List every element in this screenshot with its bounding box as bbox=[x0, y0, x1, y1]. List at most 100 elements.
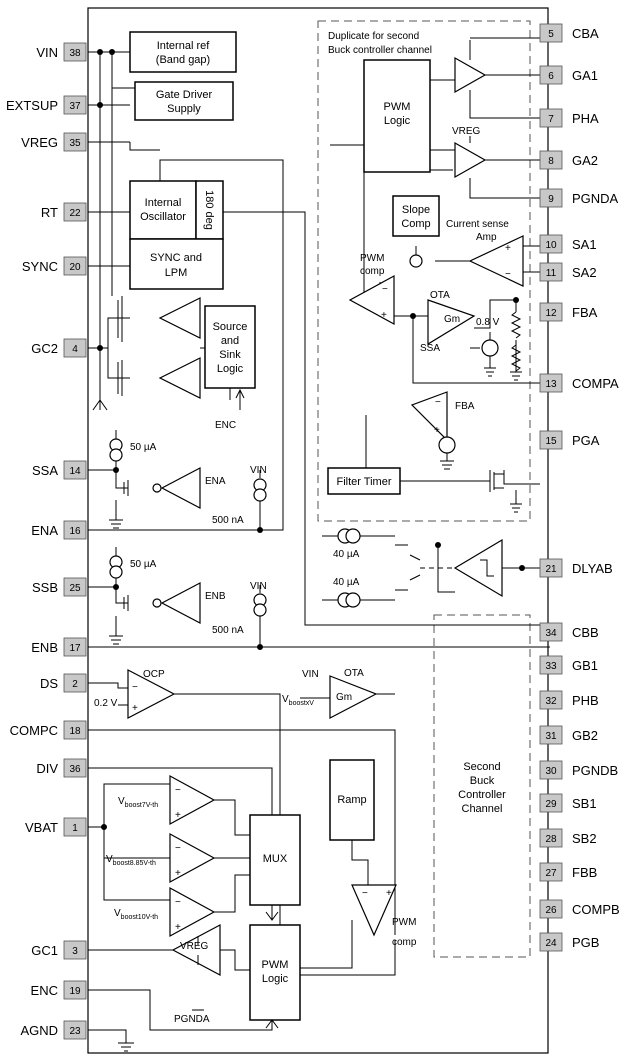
dly-40ua-b-label: 40 µA bbox=[333, 577, 360, 588]
second-buck-line1: Second bbox=[463, 761, 500, 773]
block-180-deg: 180 deg bbox=[195, 180, 224, 240]
ota-a bbox=[427, 299, 476, 346]
second-buck-line2: Buck bbox=[470, 775, 495, 787]
c885-plus: + bbox=[175, 868, 181, 879]
pin-label: FBB bbox=[572, 865, 597, 880]
ocp-minus: − bbox=[132, 682, 138, 693]
comp-boost885 bbox=[169, 832, 216, 884]
pin-number: 11 bbox=[546, 268, 557, 279]
pin-box bbox=[63, 940, 87, 960]
pgnda-c-label: PGNDA bbox=[174, 1014, 210, 1025]
pin-label: SSA bbox=[32, 463, 58, 478]
pin-label: PGNDB bbox=[572, 763, 618, 778]
pin-number: 38 bbox=[69, 48, 81, 59]
ota-c-label: OTA bbox=[344, 668, 364, 679]
pin-label: VREG bbox=[21, 135, 58, 150]
mux-label: MUX bbox=[263, 853, 288, 865]
pin-number: 17 bbox=[69, 643, 81, 654]
internal-ref-line2: (Band gap) bbox=[156, 54, 210, 66]
current-sense-line1: Current sense bbox=[446, 219, 509, 230]
pwm-comp-c-plus: + bbox=[386, 888, 392, 899]
pin-number: 36 bbox=[69, 764, 81, 775]
second-buck-line4: Channel bbox=[462, 803, 503, 815]
pin-number: 14 bbox=[69, 466, 81, 477]
block-sync-lpm: SYNC and LPM bbox=[129, 238, 224, 290]
source-sink-line3: Sink bbox=[219, 349, 241, 361]
ena-inverter-bubble bbox=[152, 483, 162, 493]
pin-box bbox=[539, 828, 563, 848]
pin-label: PGA bbox=[572, 433, 600, 448]
pin-number: 7 bbox=[548, 114, 554, 125]
pga-fet bbox=[489, 470, 504, 492]
block-slope-comp: Slope Comp bbox=[392, 195, 440, 237]
pin-box bbox=[539, 234, 563, 254]
pwm-comp-c bbox=[351, 884, 397, 937]
pin-box bbox=[63, 338, 87, 358]
pin-number: 15 bbox=[545, 436, 557, 447]
pin-box bbox=[539, 558, 563, 578]
pwm-comp-a-plus: + bbox=[381, 310, 387, 321]
deg180-label: 180 deg bbox=[203, 190, 215, 230]
pin-label: SA2 bbox=[572, 265, 597, 280]
annotations: Duplicate for second Buck controller cha… bbox=[94, 31, 509, 1025]
block-mux: MUX bbox=[249, 814, 301, 906]
gm-c-label: Gm bbox=[336, 692, 352, 703]
block-filter-timer: Filter Timer bbox=[327, 467, 401, 495]
pin-number: 1 bbox=[72, 823, 78, 834]
pin-number: 35 bbox=[69, 138, 81, 149]
pg-comp-plus: + bbox=[434, 425, 440, 436]
block-internal-ref: Internal ref (Band gap) bbox=[129, 31, 237, 73]
c10-minus: − bbox=[175, 897, 181, 908]
pin-label: ENB bbox=[31, 640, 58, 655]
pin-number: 22 bbox=[69, 208, 81, 219]
pin-box bbox=[63, 577, 87, 597]
pin-number: 2 bbox=[72, 679, 78, 690]
filter-timer-label: Filter Timer bbox=[337, 476, 392, 488]
pin-number: 24 bbox=[545, 938, 557, 949]
pwm-comp-a-minus: − bbox=[382, 284, 388, 295]
pwm-logic-a-line1: PWM bbox=[384, 101, 411, 113]
v02-label: 0.2 V bbox=[94, 698, 118, 709]
csa-plus: + bbox=[505, 243, 511, 254]
pwm-comp-c-line2: comp bbox=[392, 937, 417, 948]
enb-inverter-bubble bbox=[152, 598, 162, 608]
pin-label: GB2 bbox=[572, 728, 598, 743]
block-pwm-logic-c: PWM Logic bbox=[249, 924, 301, 1021]
osc-line1: Internal bbox=[145, 197, 182, 209]
source-sink-line4: Logic bbox=[217, 363, 244, 375]
block-pwm-logic-a: PWM Logic bbox=[363, 59, 431, 173]
gc2-mosfets bbox=[108, 296, 123, 396]
pin-box bbox=[539, 262, 563, 282]
dly-40ua-a-label: 40 µA bbox=[333, 549, 360, 560]
fba-ref-source bbox=[438, 436, 456, 454]
current-sense-line2: Amp bbox=[476, 232, 497, 243]
pin-box bbox=[539, 793, 563, 813]
pin-box bbox=[63, 817, 87, 837]
drivers-and-amps: + − − + − + − + − + − + − + bbox=[108, 56, 524, 1011]
fba-resistor-top bbox=[510, 311, 522, 339]
pin-box bbox=[63, 637, 87, 657]
pin-ssa: 14 SSA bbox=[32, 460, 87, 480]
gc1-driver bbox=[171, 924, 221, 976]
block-gate-driver-supply: Gate Driver Supply bbox=[134, 81, 234, 121]
block-internal-oscillator: Internal Oscillator bbox=[129, 180, 197, 240]
pin-box bbox=[63, 42, 87, 62]
enb-driver bbox=[160, 582, 201, 624]
